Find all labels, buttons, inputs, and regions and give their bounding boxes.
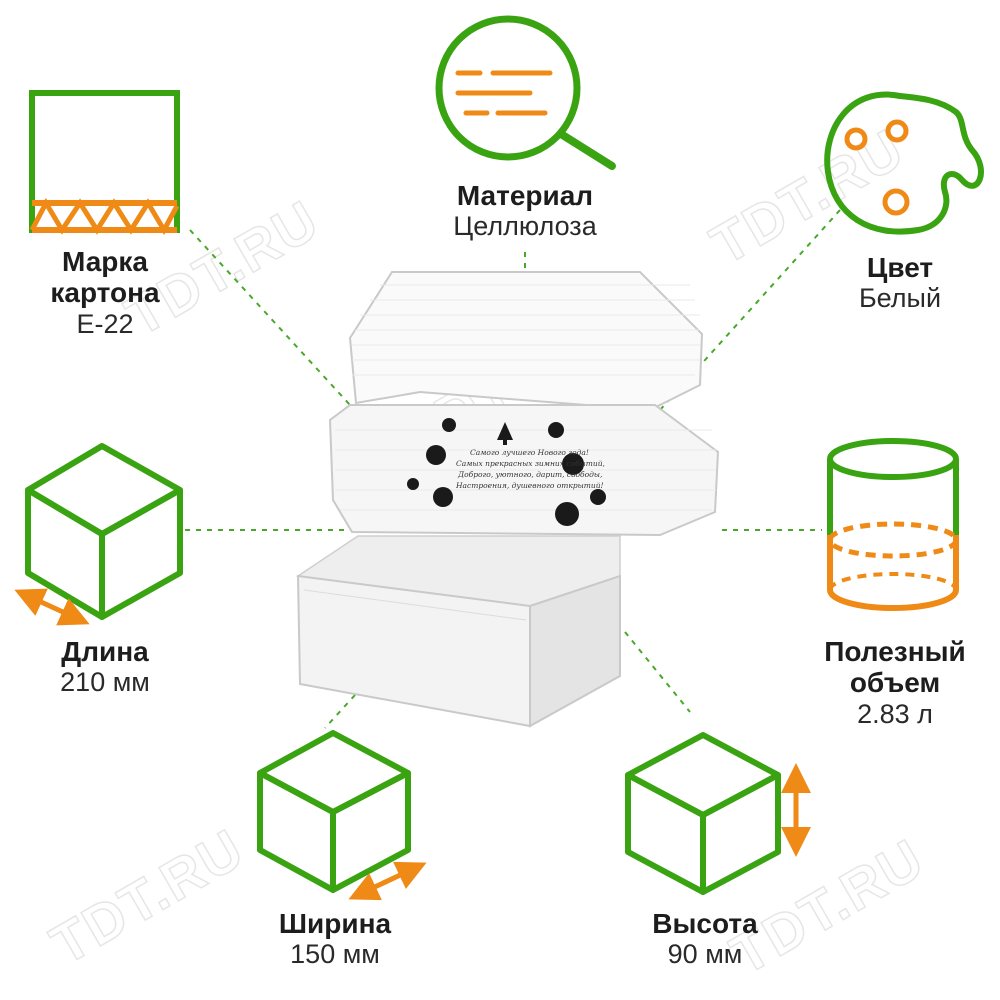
volume-label: Полезный объем 2.83 л [800, 636, 990, 729]
snowflake-decorations [407, 418, 606, 526]
brand-value: E-22 [76, 308, 134, 339]
height-title: Высота [652, 908, 758, 939]
height-value: 90 мм [667, 939, 743, 970]
connector-width [324, 694, 356, 729]
width-value: 150 мм [290, 939, 380, 970]
cube-length-icon [14, 443, 183, 626]
watermark: TDT.RU [40, 816, 254, 976]
box-side [529, 574, 621, 728]
card-line-4: Настроения, душевного открытий! [455, 481, 604, 490]
card-line-2: Самых прекрасных зимних событий, [456, 459, 605, 468]
product-box-image: Самого лучшего Нового года! Самых прекра… [295, 271, 720, 728]
box-lid-flap [348, 271, 704, 412]
height-label: Высота 90 мм [615, 908, 795, 970]
card-line-1: Самого лучшего Нового года! [470, 448, 589, 457]
corrugated-cardboard-icon [29, 90, 180, 236]
brand-label: Марка картона E-22 [20, 246, 190, 339]
material-value: Целлюлоза [453, 211, 597, 242]
palette-icon [824, 91, 984, 235]
volume-title-line1: Полезный [824, 636, 966, 667]
cube-width-icon [257, 730, 427, 901]
connector-height [624, 631, 691, 713]
magnifier-icon [435, 15, 616, 170]
length-value: 210 мм [60, 667, 150, 698]
volume-title-line2: объем [849, 667, 941, 699]
width-label: Ширина 150 мм [245, 908, 425, 970]
width-title: Ширина [278, 908, 392, 939]
length-title: Длина [61, 636, 149, 667]
cube-height-icon [625, 732, 811, 895]
card-line-3: Доброго, уютного, дарит, свободы, [457, 470, 602, 479]
brand-title-line1: Марка [62, 246, 148, 277]
volume-value: 2.83 л [857, 698, 933, 729]
material-title: Материал [456, 180, 594, 211]
length-label: Длина 210 мм [20, 636, 190, 698]
color-label: Цвет Белый [820, 252, 980, 314]
color-value: Белый [858, 283, 942, 314]
material-label: Материал Целлюлоза [405, 180, 645, 242]
color-title: Цвет [866, 252, 934, 283]
brand-title-line2: картона [50, 277, 160, 309]
cylinder-volume-icon [827, 438, 959, 611]
